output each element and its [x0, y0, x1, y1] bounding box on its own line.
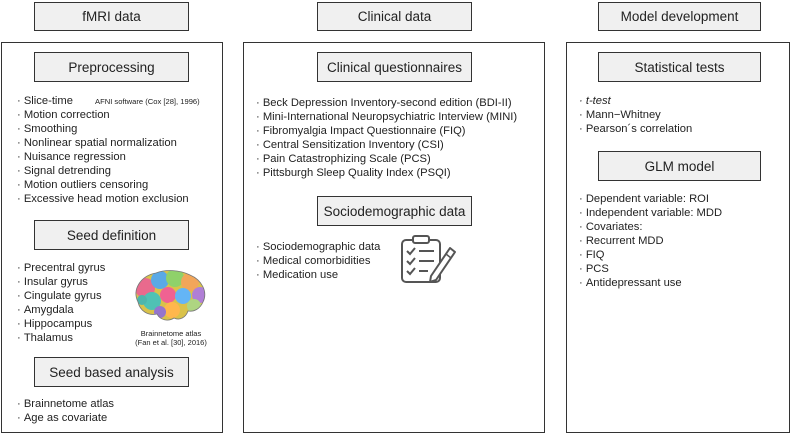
list-item: Slice-time	[17, 94, 189, 108]
atlas-caption-line2: (Fan et al. [30], 2016)	[135, 338, 207, 347]
questionnaires-list: Beck Depression Inventory-second edition…	[256, 96, 517, 180]
list-item: Beck Depression Inventory-second edition…	[256, 96, 517, 110]
list-item: Thalamus	[17, 331, 105, 345]
statistical-tests-title: Statistical tests	[598, 52, 761, 82]
list-item: Precentral gyrus	[17, 261, 105, 275]
preprocessing-title: Preprocessing	[34, 52, 189, 82]
list-item: Sociodemographic data	[256, 240, 381, 254]
brain-atlas-icon	[135, 270, 206, 321]
list-item: Motion correction	[17, 108, 189, 122]
sociodemographic-title: Sociodemographic data	[317, 196, 472, 226]
list-item: Pittsburgh Sleep Quality Index (PSQI)	[256, 166, 517, 180]
list-item: Medication use	[256, 268, 380, 282]
list-item: Mini-International Neuropsychiatric Inte…	[256, 110, 517, 124]
model-header-label: Model development	[620, 9, 739, 24]
list-item: Hippocampus	[17, 317, 105, 331]
list-item: Excessive head motion exclusion	[17, 192, 189, 206]
list-item: Smoothing	[17, 122, 189, 136]
list-item: t-test	[579, 94, 692, 108]
list-item: Brainnetome atlas	[17, 397, 114, 411]
statistical-tests-title-label: Statistical tests	[634, 59, 725, 75]
list-item: Independent variable: MDD	[579, 206, 722, 220]
sociodemographic-list: Sociodemographic data Medical comorbidit…	[256, 240, 381, 282]
list-item: Medical comorbidities	[256, 254, 380, 268]
list-item: FIQ	[579, 248, 722, 262]
clinical-questionnaires-title: Clinical questionnaires	[317, 52, 472, 82]
glm-model-title: GLM model	[598, 151, 761, 181]
statistical-tests-list: t-test Mann−Whitney Pearson´s correlatio…	[579, 94, 692, 136]
model-header: Model development	[598, 2, 761, 31]
list-item: Recurrent MDD	[579, 234, 722, 248]
list-item: Age as covariate	[17, 411, 114, 425]
list-item: Pearson´s correlation	[579, 122, 692, 136]
list-item: Dependent variable: ROI	[579, 192, 722, 206]
clinical-header: Clinical data	[317, 2, 472, 31]
glm-model-list: Dependent variable: ROI Independent vari…	[579, 192, 722, 290]
list-item: Amygdala	[17, 303, 105, 317]
atlas-caption-line1: Brainnetome atlas	[140, 329, 202, 338]
fmri-header: fMRI data	[34, 2, 189, 31]
list-item: Fibromyalgia Impact Questionnaire (FIQ)	[256, 124, 517, 138]
seed-definition-list: Precentral gyrus Insular gyrus Cingulate…	[17, 261, 105, 345]
checklist-icon	[401, 235, 456, 283]
list-item: Cingulate gyrus	[17, 289, 105, 303]
list-item: Insular gyrus	[17, 275, 105, 289]
clinical-header-label: Clinical data	[357, 9, 432, 24]
list-item: Signal detrending	[17, 164, 189, 178]
seed-analysis-title-label: Seed based analysis	[49, 364, 174, 380]
list-item: Pain Catastrophizing Scale (PCS)	[256, 152, 517, 166]
list-item: PCS	[579, 262, 722, 276]
seed-analysis-list: Brainnetome atlas Age as covariate	[17, 397, 114, 425]
sociodemographic-title-label: Sociodemographic data	[323, 203, 466, 219]
list-item: Covariates:	[579, 220, 722, 234]
clinical-questionnaires-title-label: Clinical questionnaires	[326, 59, 463, 75]
list-item: Motion outliers censoring	[17, 178, 189, 192]
list-item: Central Sensitization Inventory (CSI)	[256, 138, 517, 152]
list-item: Mann−Whitney	[579, 108, 692, 122]
list-item: Antidepressant use	[579, 276, 722, 290]
seed-definition-title: Seed definition	[34, 220, 189, 250]
preprocessing-title-label: Preprocessing	[68, 59, 155, 75]
seed-analysis-title: Seed based analysis	[34, 357, 189, 387]
fmri-header-label: fMRI data	[82, 9, 141, 24]
glm-model-title-label: GLM model	[644, 158, 715, 174]
list-item: Nuisance regression	[17, 150, 189, 164]
list-item: Nonlinear spatial normalization	[17, 136, 189, 150]
preprocessing-list: Slice-time Motion correction Smoothing N…	[17, 94, 189, 206]
seed-definition-title-label: Seed definition	[66, 227, 157, 243]
